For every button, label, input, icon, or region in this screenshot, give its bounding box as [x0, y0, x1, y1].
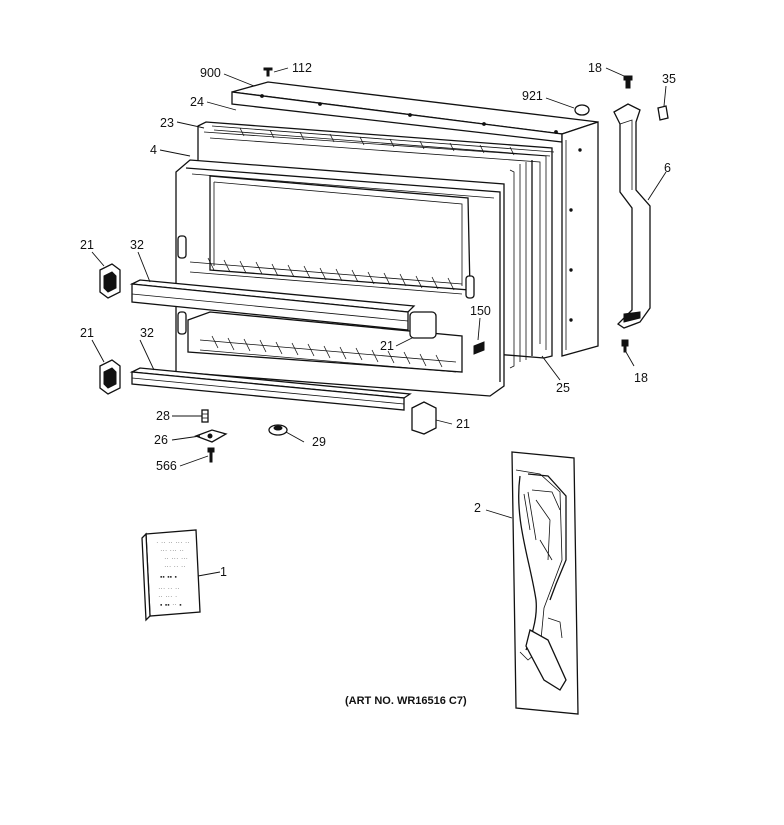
lower-door-shelf-bar: [129, 367, 412, 411]
callout-566: 566: [156, 459, 177, 473]
callout-4: 4: [150, 143, 157, 157]
callout-21-lower-left: 21: [80, 326, 94, 340]
door-handle: [613, 103, 651, 329]
spacer-28: [201, 409, 209, 423]
door-liner: [175, 159, 505, 397]
callout-25: 25: [556, 381, 570, 395]
svg-text:▪▪ ▪▪ ▪: ▪▪ ▪▪ ▪: [160, 574, 177, 579]
callout-18-bottom: 18: [634, 371, 648, 385]
callout-21-upper-left: 21: [80, 238, 94, 252]
svg-text:·· ··· ···: ·· ··· ···: [164, 556, 188, 561]
owners-booklet: · ·· ·· ··· ·· ··· ··· ·· ·· ··· ··· ···…: [141, 529, 201, 622]
callout-921: 921: [522, 89, 543, 103]
svg-text:· ·· ·· ··· ··: · ·· ·· ··· ··: [156, 540, 190, 545]
svg-text:··· ··· ··: ··· ··· ··: [160, 548, 184, 553]
callout-32-upper: 32: [130, 238, 144, 252]
leader-lines: [91, 67, 667, 577]
svg-text:·· ··· ·: ·· ··· ·: [158, 594, 177, 599]
screw-18-top: [623, 75, 633, 89]
fastener-150: [473, 341, 485, 355]
callout-23: 23: [160, 116, 174, 130]
screw-112: [263, 67, 273, 77]
end-cap-lower-left: [99, 359, 121, 395]
callout-900: 900: [200, 66, 221, 80]
upper-door-shelf-bar: [129, 279, 437, 339]
callout-26: 26: [154, 433, 168, 447]
end-cap-lower-right: [411, 401, 437, 435]
callout-29: 29: [312, 435, 326, 449]
callout-150: 150: [470, 304, 491, 318]
bumper-29: [268, 424, 288, 436]
end-cap-upper-left: [99, 263, 121, 299]
callout-32-lower: 32: [140, 326, 154, 340]
callout-2: 2: [474, 501, 481, 515]
callout-18-top: 18: [588, 61, 602, 75]
bracket-26: [194, 429, 228, 443]
callout-labels: 900 112 24 23 4 921 18 35 6 21 32 21 32 …: [80, 61, 676, 579]
callout-21-upper-right: 21: [380, 339, 394, 353]
callout-6: 6: [664, 161, 671, 175]
door-liner-section: [511, 451, 579, 715]
callout-24: 24: [190, 95, 204, 109]
cap-35: [657, 105, 669, 121]
svg-text:··· ·· ··: ··· ·· ··: [158, 586, 180, 591]
art-number: (ART NO. WR16516 C7): [345, 695, 467, 707]
svg-text:··· ·· ··: ··· ·· ··: [164, 564, 186, 569]
callout-35: 35: [662, 72, 676, 86]
door-outer-panel: [231, 81, 599, 357]
callout-28: 28: [156, 409, 170, 423]
screw-566: [207, 447, 215, 463]
callout-112: 112: [292, 61, 312, 75]
screw-18-bottom: [621, 339, 629, 353]
callout-21-lower-right: 21: [456, 417, 470, 431]
svg-text:▪ ▪▪ ·· ▪: ▪ ▪▪ ·· ▪: [160, 602, 182, 607]
plug-921: [574, 104, 590, 116]
callout-1: 1: [220, 565, 227, 579]
